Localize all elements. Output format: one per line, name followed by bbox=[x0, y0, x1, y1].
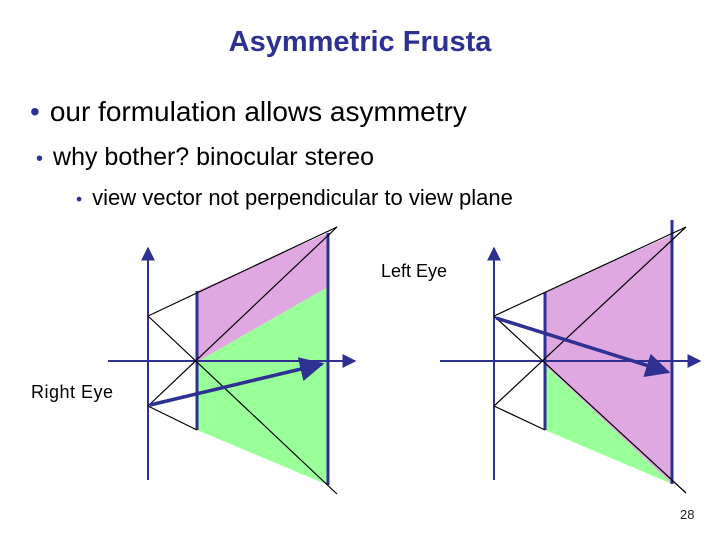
left-frustum-green-region bbox=[545, 365, 672, 484]
left-frustum-edge bbox=[493, 226, 687, 407]
right-eye-diagram bbox=[108, 226, 357, 495]
left-view-vector bbox=[495, 316, 671, 378]
right-eye-label: Right Eye bbox=[31, 382, 114, 403]
left-frustum-purple-region bbox=[545, 235, 672, 484]
bullet-text: view vector not perpendicular to view pl… bbox=[92, 185, 513, 210]
bullet-marker: • bbox=[76, 189, 83, 209]
page-number: 28 bbox=[680, 507, 695, 522]
right-frustum-edge bbox=[147, 315, 338, 495]
right-view-vector bbox=[149, 357, 325, 407]
right-frustum-edge bbox=[147, 226, 338, 407]
left-eye-label: Left Eye bbox=[381, 261, 448, 282]
left-frustum-edge bbox=[493, 315, 687, 494]
left-eye-diagram bbox=[440, 220, 702, 494]
right-frustum-edge bbox=[147, 405, 198, 431]
bullet-marker: • bbox=[36, 148, 44, 170]
bullet-level-1: • our formulation allows asymmetry bbox=[30, 96, 467, 128]
left-frustum-edge bbox=[493, 226, 687, 317]
slide-title: Asymmetric Frusta bbox=[228, 26, 492, 58]
bullet-marker: • bbox=[30, 96, 40, 127]
right-frustum-edge bbox=[147, 226, 338, 317]
bullet-level-3: • view vector not perpendicular to view p… bbox=[76, 185, 513, 211]
left-frustum-edge bbox=[493, 405, 546, 431]
bullet-level-2: • why bother? binocular stereo bbox=[36, 143, 374, 172]
bullet-text: why bother? binocular stereo bbox=[53, 143, 375, 171]
bullet-text: our formulation allows asymmetry bbox=[49, 96, 467, 127]
right-frustum-green-region bbox=[197, 287, 328, 485]
